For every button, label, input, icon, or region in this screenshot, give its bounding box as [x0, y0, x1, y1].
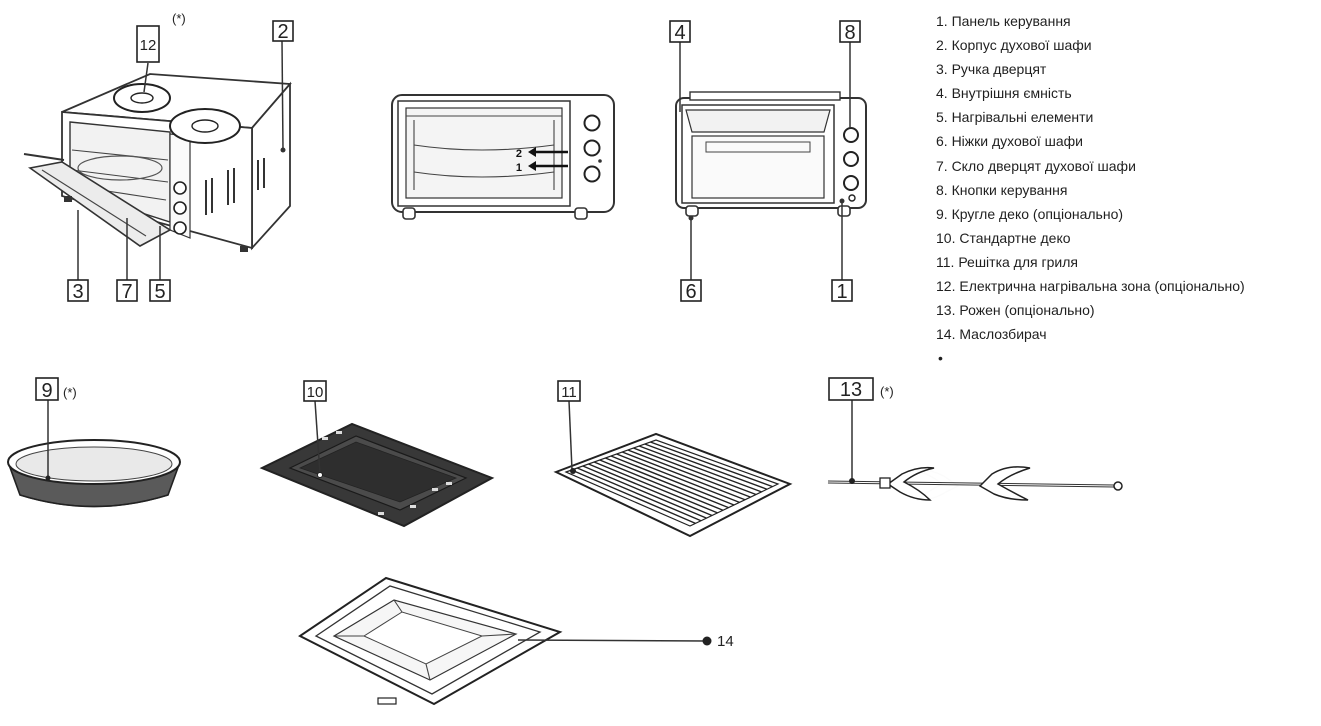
legend-item: 6. Ніжки духової шафи — [936, 133, 1083, 150]
legend-item: 14. Маслозбирач — [936, 326, 1047, 343]
oven-1-leader-lines — [77, 40, 284, 280]
svg-text:5: 5 — [154, 281, 165, 303]
grill-rack-illustration — [553, 432, 793, 538]
legend-item: 5. Нагрівальні елементи — [936, 109, 1094, 126]
oil-collector-illustration — [298, 576, 563, 706]
optional-mark-13: (*) — [880, 384, 894, 399]
legend-item: 9. Кругле деко (опціонально) — [936, 205, 1124, 222]
callout-11: 11 — [557, 380, 581, 402]
svg-text:6: 6 — [685, 281, 696, 303]
legend-item: 2. Корпус духової шафи — [936, 37, 1092, 54]
callout-14-dot — [702, 636, 712, 646]
svg-text:13: 13 — [840, 379, 862, 401]
rotisserie-spit-illustration — [827, 466, 1123, 501]
callout-7: 7 — [116, 279, 138, 303]
optional-mark-9: (*) — [63, 385, 77, 400]
optional-mark-12: (*) — [172, 11, 186, 26]
legend-item: 3. Ручка дверцят — [936, 61, 1047, 78]
svg-text:8: 8 — [844, 22, 855, 44]
shelf-level-1-label: 1 — [516, 162, 522, 174]
standard-tray-illustration — [259, 422, 495, 528]
oven-front-open-illustration — [675, 91, 867, 217]
leader-14 — [517, 639, 707, 642]
legend-trailing-bullet: • — [938, 350, 943, 367]
callout-12: 12 — [136, 25, 160, 63]
callout-9: 9 — [35, 377, 59, 402]
callout-2: 2 — [272, 20, 294, 43]
oven-perspective-illustration — [23, 73, 292, 252]
callout-10: 10 — [303, 380, 327, 402]
round-tray-illustration — [7, 439, 181, 508]
svg-text:7: 7 — [121, 281, 132, 303]
callout-6: 6 — [680, 279, 702, 303]
svg-text:11: 11 — [561, 384, 577, 401]
svg-text:3: 3 — [72, 281, 83, 303]
leader-11 — [568, 400, 573, 471]
callout-5: 5 — [149, 279, 171, 303]
legend-item: 13. Рожен (опціонально) — [936, 302, 1095, 319]
legend-item: 1. Панель керування — [936, 13, 1071, 29]
callout-8: 8 — [839, 20, 861, 44]
legend-item: 8. Кнопки керування — [936, 181, 1068, 198]
svg-text:10: 10 — [307, 384, 324, 401]
callout-4: 4 — [669, 20, 691, 44]
shelf-level-2-label: 2 — [516, 148, 522, 160]
legend-item: 4. Внутрішня ємність — [936, 85, 1072, 102]
legend-item: 10. Стандартне деко — [936, 229, 1071, 246]
oven-3-leader-lines — [679, 42, 851, 280]
svg-text:12: 12 — [140, 37, 157, 54]
callout-14-label: 14 — [717, 633, 734, 650]
callout-13: 13 — [828, 377, 874, 401]
svg-text:4: 4 — [674, 22, 685, 44]
leader-10 — [314, 400, 321, 475]
legend-item: 7. Скло дверцят духової шафи — [936, 157, 1136, 174]
oven-front-view-illustration — [391, 94, 615, 220]
parts-legend: 1. Панель керування 2. Корпус духової шаф… — [936, 9, 1318, 370]
svg-text:2: 2 — [277, 21, 288, 43]
callout-1: 1 — [831, 279, 853, 303]
svg-text:9: 9 — [41, 380, 52, 402]
legend-item: 11. Решітка для гриля — [936, 253, 1078, 270]
callout-3: 3 — [67, 279, 89, 303]
legend-item: 12. Електрична нагрівальна зона (опціона… — [936, 278, 1245, 295]
svg-text:1: 1 — [836, 281, 847, 303]
